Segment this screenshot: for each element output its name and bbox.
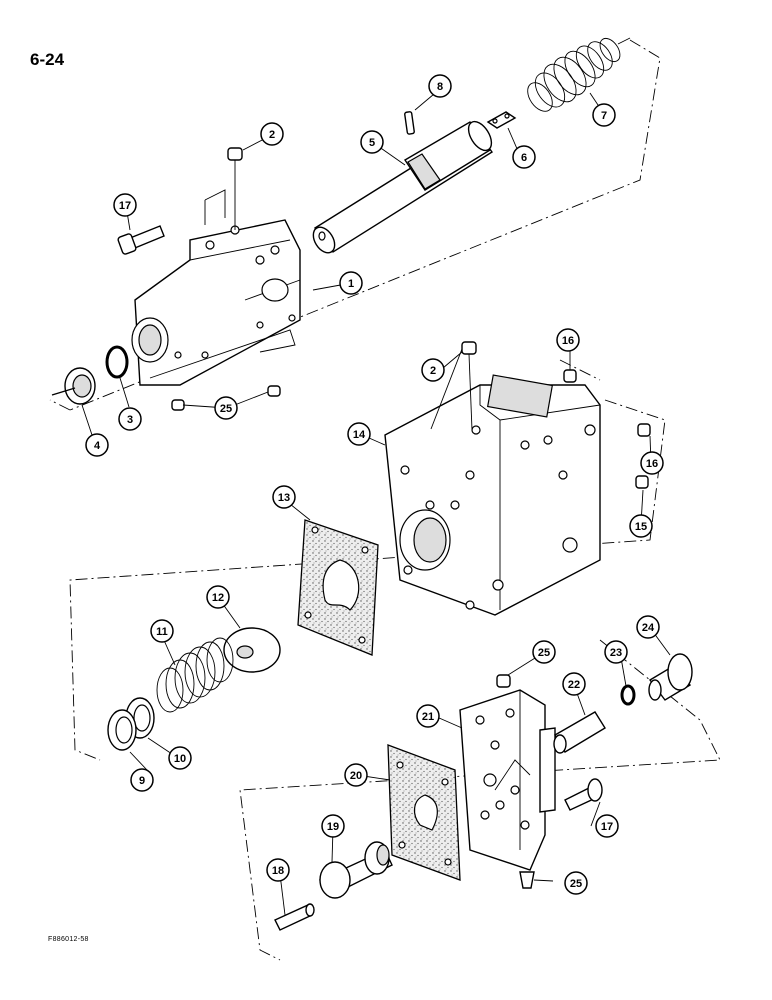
pin-part-18	[274, 903, 315, 931]
callout-17-lower: 17	[595, 814, 619, 838]
oring-part-23	[620, 684, 636, 706]
callout-23: 23	[604, 640, 628, 664]
screw-part-17-upper	[117, 225, 165, 255]
plugs-part-15-16	[563, 369, 651, 489]
leader-lines	[81, 88, 671, 916]
callout-9: 9	[130, 768, 154, 792]
callout-15: 15	[629, 514, 653, 538]
svg-text:5: 5	[369, 137, 375, 149]
callout-16-top: 16	[556, 328, 580, 352]
svg-text:16: 16	[646, 458, 658, 470]
washer-part-9	[107, 709, 137, 751]
spool-part-5	[312, 120, 493, 254]
callout-5: 5	[360, 130, 384, 154]
valve-body-part-1	[131, 189, 301, 386]
callout-25-middle: 25	[532, 640, 556, 664]
callout-2-middle: 2	[421, 358, 445, 382]
callout-10: 10	[168, 746, 192, 770]
plug-part-25-upper	[171, 385, 281, 411]
callout-4: 4	[85, 433, 109, 457]
callout-2-upper: 2	[260, 122, 284, 146]
svg-text:12: 12	[212, 592, 224, 604]
svg-text:25: 25	[538, 647, 550, 659]
svg-text:17: 17	[601, 821, 613, 833]
callout-25-lower: 25	[564, 871, 588, 895]
callout-24: 24	[636, 615, 660, 639]
plug-part-22	[553, 711, 606, 754]
svg-text:25: 25	[570, 878, 582, 890]
svg-text:25: 25	[220, 403, 232, 415]
svg-text:19: 19	[327, 821, 339, 833]
svg-text:14: 14	[353, 429, 366, 441]
svg-text:11: 11	[156, 626, 168, 638]
callout-7: 7	[592, 103, 616, 127]
housing-part-14	[384, 374, 601, 616]
svg-text:2: 2	[269, 129, 275, 141]
svg-text:3: 3	[127, 414, 133, 426]
spring-part-11	[156, 637, 234, 713]
callout-8: 8	[428, 74, 452, 98]
callout-11: 11	[150, 619, 174, 643]
callout-19: 19	[321, 814, 345, 838]
seal-part-4	[51, 367, 96, 405]
page-number: 6-24	[30, 50, 65, 69]
svg-text:2: 2	[430, 365, 436, 377]
plug-part-25-lower	[496, 674, 535, 889]
callout-22: 22	[562, 672, 586, 696]
svg-text:8: 8	[437, 81, 443, 93]
cup-part-12	[223, 627, 281, 673]
svg-text:17: 17	[119, 200, 131, 212]
callout-16-right: 16	[640, 451, 664, 475]
poppet-part-19	[318, 841, 393, 899]
svg-text:15: 15	[635, 521, 647, 533]
svg-text:24: 24	[642, 622, 655, 634]
svg-text:10: 10	[174, 753, 186, 765]
callout-18: 18	[266, 858, 290, 882]
cap-part-24	[648, 653, 693, 701]
svg-text:4: 4	[94, 440, 101, 452]
svg-text:13: 13	[278, 492, 290, 504]
callout-17-upper: 17	[113, 193, 137, 217]
gasket-part-13	[297, 519, 379, 656]
callout-13: 13	[272, 485, 296, 509]
spring-part-7	[527, 37, 631, 112]
gasket-part-20	[387, 744, 461, 881]
screw-part-17-lower	[564, 778, 603, 811]
callout-6: 6	[512, 145, 536, 169]
svg-text:6: 6	[521, 152, 527, 164]
callout-3: 3	[118, 407, 142, 431]
svg-text:21: 21	[422, 711, 434, 723]
section-dash-lines	[49, 39, 721, 961]
svg-text:23: 23	[610, 647, 622, 659]
figure-code: F886012-58	[48, 936, 89, 943]
plug-part-2-upper	[227, 147, 243, 230]
svg-text:20: 20	[350, 770, 362, 782]
svg-text:1: 1	[348, 278, 354, 290]
callout-25-upper: 25	[214, 396, 238, 420]
svg-text:7: 7	[601, 110, 607, 122]
callout-20: 20	[344, 763, 368, 787]
link-plate-part-6	[486, 111, 517, 129]
callout-12: 12	[206, 585, 230, 609]
svg-text:16: 16	[562, 335, 574, 347]
valve-block-part-21	[459, 689, 556, 871]
pin-part-8	[404, 111, 415, 135]
plug-part-2-middle	[461, 341, 477, 431]
svg-text:18: 18	[272, 865, 284, 877]
ring-part-3	[105, 345, 129, 379]
svg-text:9: 9	[139, 775, 145, 787]
callout-14: 14	[347, 422, 371, 446]
callout-1: 1	[339, 271, 363, 295]
svg-text:22: 22	[568, 679, 580, 691]
callout-21: 21	[416, 704, 440, 728]
